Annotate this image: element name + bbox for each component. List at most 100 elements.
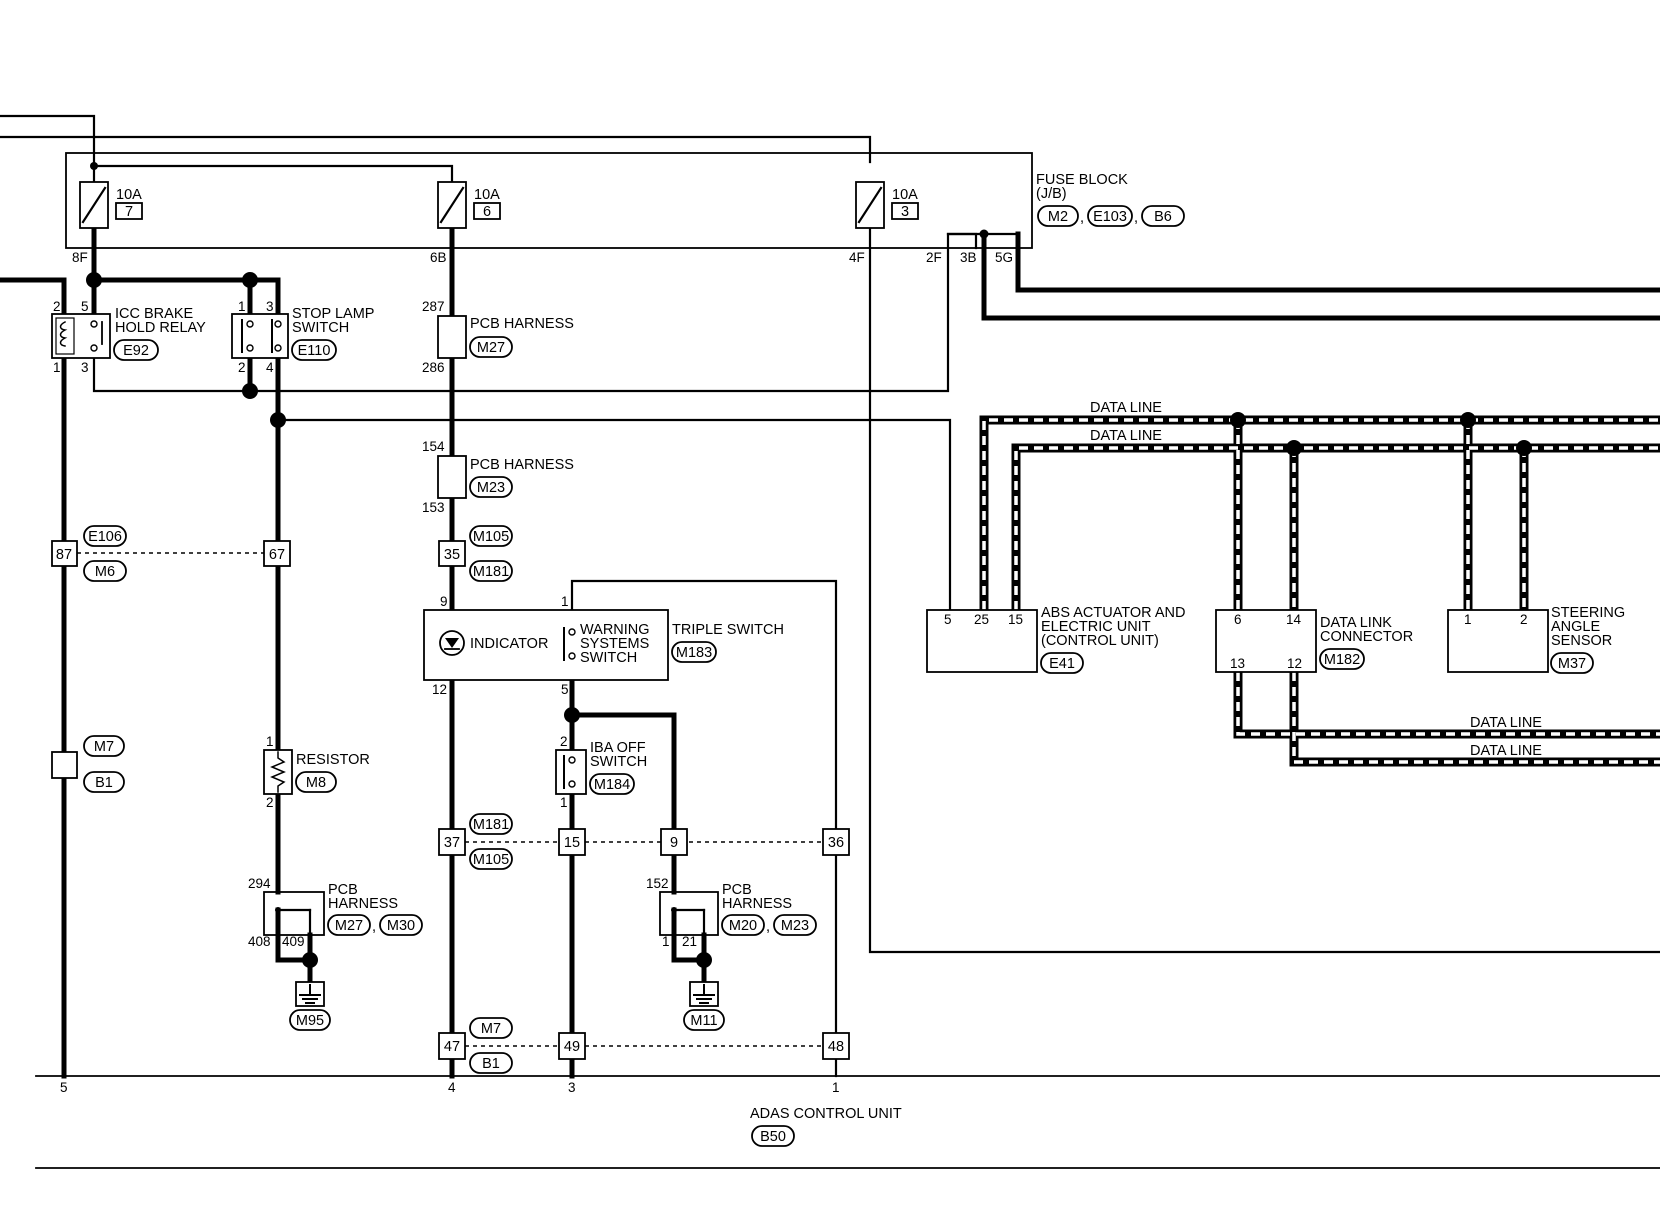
pin-label: 153 (422, 500, 445, 515)
pin-label: 4 (266, 360, 274, 375)
connector-badge: E41 (1049, 656, 1075, 672)
wire-4f (868, 226, 1660, 954)
component-label: PCB HARNESS (470, 457, 574, 473)
pin-label: 2 (53, 299, 61, 314)
component-label: WARNING (580, 622, 650, 638)
fuse-number: 7 (125, 204, 133, 220)
pin-label: 15 (564, 835, 580, 851)
pin-label: 47 (444, 1039, 460, 1055)
pin-label: 6B (430, 250, 447, 265)
pin-label: 3B (960, 250, 977, 265)
pin-label: 1 (1464, 612, 1472, 627)
connector-badge: M8 (306, 775, 326, 791)
adas-control-unit: 5 4 3 1 ADAS CONTROL UNIT B50 (35, 1075, 1660, 1169)
iba-off-switch: 2 1 IBA OFF SWITCH M184 (555, 734, 647, 810)
connector-badge: E92 (123, 343, 149, 359)
pin-label: 3 (81, 360, 89, 375)
steering-angle-sensor: 1 2 STEERING ANGLE SENSOR M37 (1447, 605, 1625, 674)
connector-badge: E103 (1093, 209, 1127, 225)
component-label: (J/B) (1036, 186, 1067, 202)
pin-label: 4 (448, 1080, 456, 1095)
pin-label: 1 (560, 795, 568, 810)
component-label: PCB HARNESS (470, 316, 574, 332)
pin-label: 87 (56, 547, 72, 563)
wire-pcb-408 (275, 907, 313, 963)
connector-badge: M27 (335, 918, 363, 934)
pin-label: 2 (266, 795, 274, 810)
fuse-number: 3 (901, 204, 909, 220)
data-line-label: DATA LINE (1470, 715, 1542, 731)
component-label: STOP LAMP (292, 306, 374, 322)
junction-dot (90, 162, 98, 170)
pin-label: 154 (422, 439, 445, 454)
component-label: FUSE BLOCK (1036, 172, 1128, 188)
component-label: ELECTRIC UNIT (1041, 619, 1151, 635)
pin-label: 408 (248, 934, 271, 949)
connector-badge: M181 (473, 564, 509, 580)
component-label: HOLD RELAY (115, 320, 206, 336)
data-line-label: DATA LINE (1090, 428, 1162, 444)
connector-badge: M183 (676, 645, 712, 661)
pcb-harness-m23: 154 153 PCB HARNESS M23 (422, 439, 574, 515)
svg-text:,: , (372, 919, 376, 935)
component-label: (CONTROL UNIT) (1041, 633, 1159, 649)
pin-label: 12 (432, 682, 447, 697)
fuse-rating: 10A (474, 187, 500, 203)
pin-label: 37 (444, 835, 460, 851)
component-label: ADAS CONTROL UNIT (750, 1106, 902, 1122)
component-label: PCB (328, 882, 358, 898)
component-label: IBA OFF (590, 740, 646, 756)
pcb-harness-m27-m30: 294 408 409 PCB HARNESS M27 , M30 (248, 876, 423, 949)
component-label: SYSTEMS (580, 636, 649, 652)
component-label: TRIPLE SWITCH (672, 622, 784, 638)
pin-label: 286 (422, 360, 445, 375)
pin-label: 9 (440, 594, 448, 609)
wire-ts1-36 (570, 579, 838, 831)
pin-label: 4F (849, 250, 865, 265)
wire-pcb-1 (671, 907, 707, 963)
pin-label: 152 (646, 876, 669, 891)
junction-dot (696, 952, 712, 968)
connector-e106-m6: 87 67 E106 M6 (51, 525, 291, 582)
connector-badge: M6 (95, 564, 115, 580)
pin-label: 1 (266, 734, 274, 749)
connector-badge: B6 (1154, 209, 1172, 225)
connector-badge: M27 (477, 340, 505, 356)
pin-label: 1 (53, 360, 61, 375)
connector-badge: M23 (781, 918, 809, 934)
connector-m105-m181: 35 M105 M181 (438, 525, 513, 582)
connector-badge: M20 (729, 918, 757, 934)
junction-dot (86, 272, 102, 288)
pin-label: 5 (81, 299, 89, 314)
component-label: STEERING (1551, 605, 1625, 621)
junction-dot (564, 707, 580, 723)
pin-label: 15 (1008, 612, 1023, 627)
connector-badge: M2 (1048, 209, 1068, 225)
component-label: PCB (722, 882, 752, 898)
wire-5g (1015, 231, 1660, 293)
component-label: SENSOR (1551, 633, 1612, 649)
connector-badge: M105 (473, 529, 509, 545)
pin-label: 1 (832, 1080, 840, 1095)
fuse-rating: 10A (116, 187, 142, 203)
connector-badge: M105 (473, 852, 509, 868)
component-label: CONNECTOR (1320, 629, 1413, 645)
pin-label: 9 (670, 835, 678, 851)
connector-badge: M182 (1324, 652, 1360, 668)
triple-switch: INDICATOR WARNING SYSTEMS SWITCH 9 1 12 … (423, 594, 784, 697)
pin-label: 36 (828, 835, 844, 851)
pin-label: 6 (1234, 612, 1242, 627)
icc-brake-hold-relay: 2 5 1 3 ICC BRAKE HOLD RELAY E92 (51, 299, 206, 375)
fuse-number: 6 (483, 204, 491, 220)
fuse-7: 10A 7 8F (72, 181, 143, 265)
component-label: SWITCH (580, 650, 637, 666)
pin-label: 12 (1287, 656, 1302, 671)
connector-badge: E110 (298, 343, 331, 359)
connector-badge: E106 (88, 529, 122, 545)
pin-label: 25 (974, 612, 989, 627)
pcb-harness-m20-m23: 152 1 21 PCB HARNESS M20 , M23 (646, 876, 817, 949)
pin-label: 5 (944, 612, 952, 627)
wire-stop-4-abs (276, 418, 952, 612)
component-label: ANGLE (1551, 619, 1600, 635)
pin-label: 3 (568, 1080, 576, 1095)
